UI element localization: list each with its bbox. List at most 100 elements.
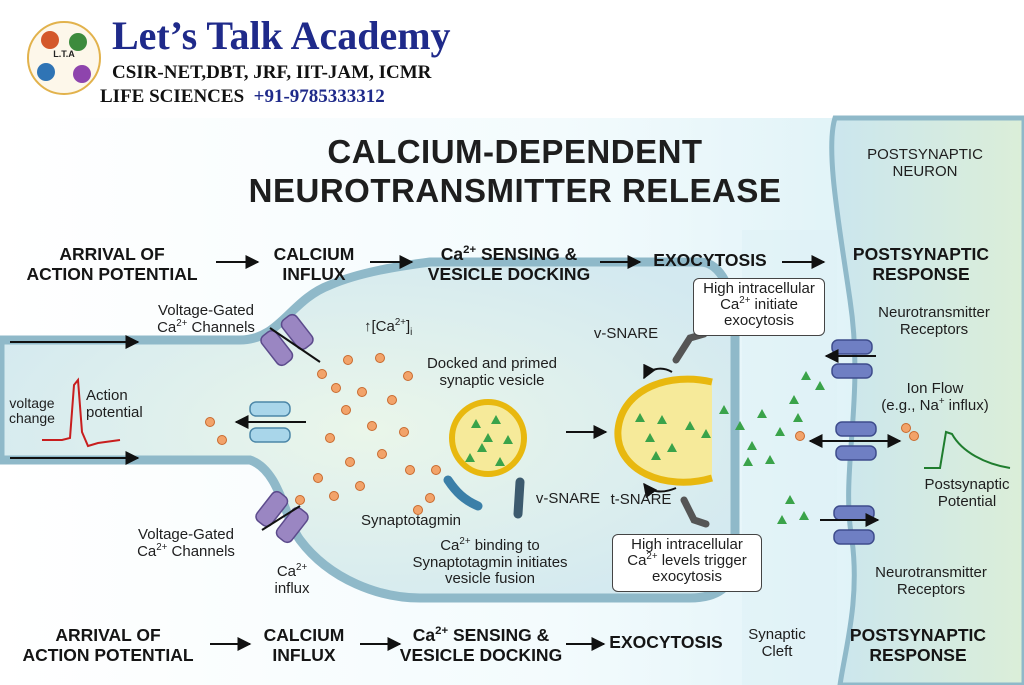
bottom-step-sensing-line1: Ca2+ SENSING & (396, 625, 566, 646)
receptor-middle (835, 421, 877, 461)
ap-line1: Action (86, 387, 128, 404)
box-bot-ca: Ca (627, 552, 647, 570)
bottom-step-calcium-line2: INFLUX (272, 644, 336, 665)
ca-binding-label: Ca2+ binding to Synaptotagmin initiates … (400, 536, 580, 588)
postsyn-neuron-line2: NEURON (892, 162, 958, 180)
nt-rec-bot-line2: Receptors (896, 580, 966, 598)
ca-conc-post: ] (405, 318, 411, 335)
docked-line1: Docked and primed (426, 355, 558, 372)
neurotransmitter-molecule (685, 421, 695, 430)
axon-channel (249, 401, 291, 443)
top-step-arrival-line2: ACTION POTENTIAL (26, 263, 198, 284)
neurotransmitter-molecule (765, 455, 775, 464)
vgcc-bot-line1: Voltage-Gated (138, 526, 234, 543)
nt-rec-top-line2: Receptors (899, 320, 969, 338)
neurotransmitter-molecule (747, 441, 757, 450)
vgcc-bottom (255, 490, 309, 544)
v-snare-vesicle (513, 477, 525, 519)
psp-line1: Postsynaptic (924, 476, 1010, 493)
top-step-calcium-line2: INFLUX (282, 263, 346, 284)
calcium-ion (405, 465, 415, 475)
neurotransmitter-molecule (801, 371, 811, 380)
brand-title: Let’s Talk Academy (112, 13, 451, 58)
calcium-ions (205, 353, 919, 515)
top-step-postsynaptic: POSTSYNAPTIC RESPONSE (832, 244, 1010, 284)
top-step-calcium: CALCIUM INFLUX (262, 244, 366, 284)
calcium-ion (399, 427, 409, 437)
ca-influx-ca: Ca (276, 563, 297, 580)
postsyn-neuron-line1: POSTSYNAPTIC (867, 146, 983, 163)
cleft-line2: Cleft (761, 642, 793, 660)
neurotransmitter-molecule (799, 511, 809, 520)
postsynaptic-neuron-label: POSTSYNAPTIC NEURON (860, 146, 990, 180)
vgcc-bottom-label: Voltage-Gated Ca2+ Channels (126, 526, 246, 561)
ca-conc-pre: ↑[Ca (364, 318, 395, 335)
neurotransmitter-molecule (815, 381, 825, 390)
box-top-initiate: initiate (750, 296, 798, 314)
ap-line2: potential (86, 403, 143, 421)
bottom-ca-text: Ca (412, 625, 436, 645)
calcium-ion (413, 505, 423, 515)
postsynaptic-potential-label: Postsynaptic Potential (912, 476, 1022, 510)
neurotransmitter-molecule (657, 415, 667, 424)
bottom-step-calcium-line1: CALCIUM (263, 625, 345, 645)
vgcc-top-ca: Ca (157, 318, 177, 336)
bottom-step-exocytosis: EXOCYTOSIS (609, 632, 723, 652)
neurotransmitter-molecule (495, 457, 505, 466)
vgcc-top-line2: Ca2+ Channels (146, 317, 266, 337)
calcium-ion (341, 405, 351, 415)
box-top-line2: Ca2+ initiate (698, 296, 820, 314)
neurotransmitter-molecule (477, 443, 487, 452)
ca-binding-line1: Ca2+ binding to (400, 536, 580, 555)
docked-line2: synaptic vesicle (439, 371, 545, 389)
ion-flow-na: (e.g., Na (881, 396, 939, 414)
voltage-change-label: voltage change (0, 395, 64, 427)
diagram-title: CALCIUM-DEPENDENT NEUROTRANSMITTER RELEA… (200, 133, 830, 211)
neurotransmitter-molecule (465, 453, 475, 462)
postsynaptic-potential-trace (924, 430, 1011, 469)
ion-flow-label: Ion Flow (e.g., Na+ influx) (860, 380, 1010, 414)
neurotransmitter-molecule (719, 405, 729, 414)
box-bot-sup: 2+ (646, 551, 658, 563)
calcium-ion (367, 421, 377, 431)
calcium-ion (403, 371, 413, 381)
ion-flow-influx: influx) (944, 396, 989, 414)
vgcc-top-channels: Channels (187, 318, 255, 336)
neurotransmitter-molecule (743, 457, 753, 466)
header-exams: CSIR-NET,DBT, JRF, IIT-JAM, ICMR (112, 62, 432, 83)
nt-receptors-top-label: Neurotransmitter Receptors (872, 304, 996, 338)
vgcc-bot-line2: Ca2+ Channels (126, 542, 246, 561)
ca-concentration-label: ↑[Ca2+]i (364, 318, 434, 339)
ca-influx-line1: Ca2+ (264, 563, 320, 581)
ca-binding-sup: 2+ (459, 536, 471, 547)
high-ca-initiate-box: High intracellular Ca2+ initiate exocyto… (693, 278, 825, 336)
box-top-line3: exocytosis (723, 312, 795, 330)
box-bot-line3: exocytosis (651, 568, 723, 586)
presynaptic-terminal (0, 257, 740, 603)
ion-flow-line1: Ion Flow (906, 380, 964, 397)
neurotransmitter-molecule (491, 415, 501, 424)
box-top-ca: Ca (720, 296, 740, 314)
title-line-1: CALCIUM-DEPENDENT (327, 133, 703, 170)
top-ca-text: Ca (440, 244, 464, 264)
vgcc-top (260, 313, 314, 367)
psp-line2: Potential (937, 492, 997, 510)
vgcc-bot-channels: Channels (167, 542, 235, 560)
nt-rec-top-line1: Neurotransmitter (878, 304, 990, 321)
neurotransmitter-molecule (735, 421, 745, 430)
header-subject-label: LIFE SCIENCES (100, 86, 245, 107)
voltage-line1: voltage (9, 395, 55, 411)
calcium-ion (325, 433, 335, 443)
neurotransmitter-molecule (701, 429, 711, 438)
calcium-ion (909, 431, 919, 441)
receptor-top (831, 339, 873, 379)
vgcc-top-sup: 2+ (176, 317, 188, 329)
high-ca-trigger-box: High intracellular Ca2+ levels trigger e… (612, 534, 762, 592)
calcium-ion (329, 491, 339, 501)
neurotransmitter-molecule (757, 409, 767, 418)
voltage-line2: change (9, 410, 55, 427)
neurotransmitter-molecules (465, 371, 825, 524)
bottom-step-sensing-line2: VESICLE DOCKING (399, 644, 563, 665)
calcium-ion (331, 383, 341, 393)
